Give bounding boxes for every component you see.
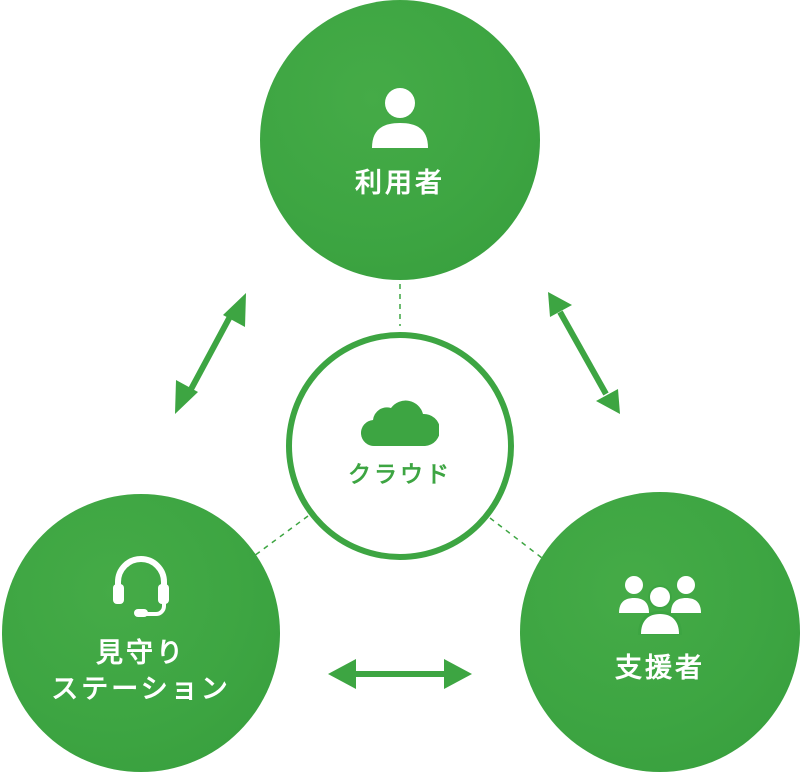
arrow-user-supporter [548,292,620,414]
cloud-icon [361,394,439,448]
node-user-label: 利用者 [355,167,445,199]
dashed-line-cloud-supporter [489,517,543,559]
node-station-label-line2: ステーション [51,674,231,705]
user-icon [370,86,430,150]
arrow-station-supporter [328,659,472,689]
node-user: 利用者 [260,0,540,280]
node-supporter-label: 支援者 [615,652,705,684]
node-station-label: 見守り ステーション [51,636,230,709]
node-station: 見守り ステーション [2,494,280,772]
node-cloud-label: クラウド [348,462,452,489]
group-icon [618,573,702,635]
node-station-label-line1: 見守り [96,637,186,669]
dashed-line-cloud-station [253,515,309,557]
node-cloud: クラウド [286,332,514,560]
headset-icon [108,552,174,618]
node-supporter: 支援者 [520,492,800,772]
arrow-user-station [175,293,246,414]
